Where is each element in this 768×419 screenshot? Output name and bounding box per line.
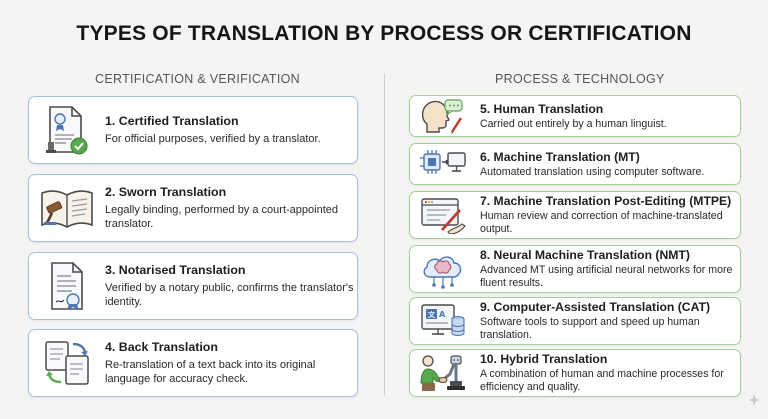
notarised-document-icon <box>37 260 97 312</box>
card-title: 4. Back Translation <box>105 340 218 354</box>
card-machine-translation: 6. Machine Translation (MT) Automated tr… <box>409 143 741 185</box>
card-description: Human review and correction of machine-t… <box>480 210 723 235</box>
card-mtpe: 7. Machine Translation Post-Editing (MTP… <box>409 191 741 239</box>
card-description: Legally binding, performed by a court-ap… <box>105 204 338 230</box>
card-title: 6. Machine Translation (MT) <box>480 149 640 164</box>
right-column-heading: PROCESS & TECHNOLOGY <box>495 72 665 86</box>
card-description: Carried out entirely by a human linguist… <box>480 117 667 130</box>
card-title: 9. Computer-Assisted Translation (CAT) <box>480 300 711 315</box>
svg-text:文: 文 <box>428 310 436 319</box>
card-title: 1. Certified Translation <box>105 113 239 128</box>
cloud-brain-icon <box>418 249 468 289</box>
card-description: Re-translation of a text back into its o… <box>105 359 316 385</box>
card-notarised-translation: 3. Notarised Translation Verified by a n… <box>28 252 358 320</box>
card-hybrid-translation: 10. Hybrid Translation A combination of … <box>409 349 741 397</box>
card-description: Verified by a notary public, confirms th… <box>105 282 354 308</box>
card-sworn-translation: 2. Sworn Translation Legally binding, pe… <box>28 174 358 242</box>
screen-hand-pen-icon <box>418 196 468 234</box>
card-title: 5. Human Translation <box>480 101 604 116</box>
card-title: 7. Machine Translation Post-Editing (MTP… <box>480 194 732 209</box>
card-title: 3. Notarised Translation <box>105 263 246 277</box>
card-title: 8. Neural Machine Translation (NMT) <box>480 248 690 263</box>
card-computer-assisted-translation: 文 A 9. Computer-Assisted Translation (CA… <box>409 297 741 345</box>
card-neural-machine-translation: 8. Neural Machine Translation (NMT) Adva… <box>409 245 741 293</box>
book-gavel-icon <box>37 185 97 231</box>
page-title: TYPES OF TRANSLATION BY PROCESS OR CERTI… <box>76 22 692 45</box>
card-description: A combination of human and machine proce… <box>480 368 724 393</box>
card-human-translation: 5. Human Translation Carried out entirel… <box>409 95 741 137</box>
human-robot-handshake-icon <box>418 353 468 393</box>
card-back-translation: 4. Back Translation Re-translation of a … <box>28 329 358 397</box>
certified-document-icon <box>37 104 97 156</box>
back-translation-icon <box>37 338 97 388</box>
human-head-icon <box>418 98 468 134</box>
card-description: Software tools to support and speed up h… <box>480 316 700 341</box>
sparkle-icon <box>748 393 760 411</box>
column-divider <box>384 74 385 396</box>
card-title: 2. Sworn Translation <box>105 185 227 199</box>
left-column-heading: CERTIFICATION & VERIFICATION <box>95 72 300 86</box>
svg-text:A: A <box>439 310 446 319</box>
chip-monitor-icon <box>418 147 468 181</box>
card-description: Advanced MT using artificial neural netw… <box>480 264 733 289</box>
card-title: 10. Hybrid Translation <box>480 352 608 367</box>
card-description: Automated translation using computer sof… <box>480 165 705 178</box>
card-certified-translation: 1. Certified Translation For official pu… <box>28 96 358 164</box>
cat-tool-icon: 文 A <box>418 302 468 340</box>
card-description: For official purposes, verified by a tra… <box>105 132 321 145</box>
